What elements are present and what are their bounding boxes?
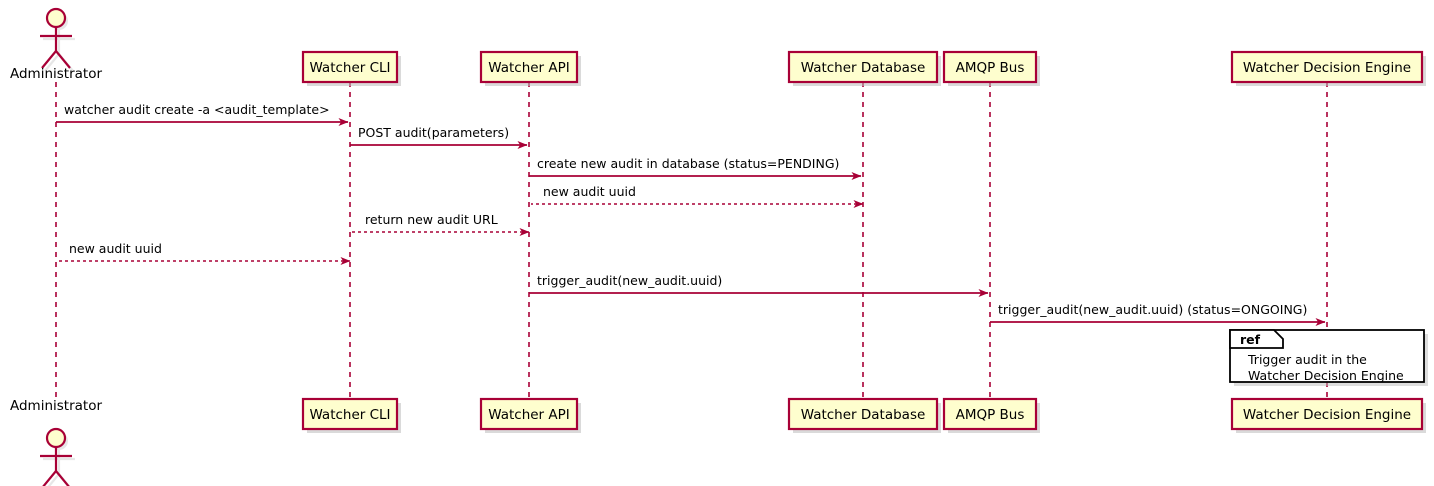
participant-box-watcher-cli[interactable] xyxy=(301,397,399,431)
participant-label-amqp-bus: AMQP Bus xyxy=(956,407,1025,423)
participant-label-watcher-decision-engine: Watcher Decision Engine xyxy=(1243,60,1411,76)
participant-box-watcher-database[interactable] xyxy=(787,50,939,84)
participant-label-watcher-cli: Watcher CLI xyxy=(309,407,390,423)
actor-leg-right xyxy=(55,470,70,486)
message-4-watcher-database-to-watcher-api: new audit uuid xyxy=(531,184,864,208)
message-8-amqp-bus-to-watcher-decision-engine: trigger_audit(new_audit.uuid) (status=ON… xyxy=(990,302,1326,326)
participant-watcher-api-bottom[interactable]: Watcher API xyxy=(479,397,579,431)
actor-head-icon xyxy=(45,7,67,29)
participant-watcher-database-bottom[interactable]: Watcher Database xyxy=(787,397,939,431)
message-1-administrator-to-watcher-cli: watcher audit create -a <audit_template> xyxy=(56,102,349,126)
message-label: watcher audit create -a <audit_template> xyxy=(64,102,330,117)
participant-box-amqp-bus[interactable] xyxy=(942,50,1038,84)
participant-amqp-bus-top[interactable]: AMQP Bus xyxy=(942,50,1038,84)
participant-label-watcher-database: Watcher Database xyxy=(801,60,926,76)
message-label: new audit uuid xyxy=(69,241,162,256)
message-5-watcher-api-to-watcher-cli: return new audit URL xyxy=(352,212,530,236)
lifelines-group xyxy=(55,82,1328,398)
messages-group: watcher audit create -a <audit_template>… xyxy=(56,102,1326,326)
actor-label-administrator: Administrator xyxy=(10,398,102,414)
fragment-body-line: Trigger audit in the xyxy=(1247,352,1367,367)
participant-watcher-cli-top[interactable]: Watcher CLI xyxy=(301,50,399,84)
fragment-tag-shape xyxy=(1229,329,1284,349)
message-label: trigger_audit(new_audit.uuid) (status=ON… xyxy=(998,302,1307,317)
message-6-watcher-cli-to-administrator: new audit uuid xyxy=(58,241,351,265)
fragment-tag-label: ref xyxy=(1240,332,1261,347)
actor-leg-right xyxy=(55,50,71,69)
message-7-watcher-api-to-amqp-bus: trigger_audit(new_audit.uuid) xyxy=(529,273,989,297)
participant-watcher-api-top[interactable]: Watcher API xyxy=(479,50,579,84)
participant-box-amqp-bus[interactable] xyxy=(942,397,1038,431)
actor-leg-left xyxy=(41,50,57,69)
actor-administrator-bottom[interactable]: Administrator xyxy=(10,398,102,486)
participant-box-watcher-cli[interactable] xyxy=(301,50,399,84)
message-label: return new audit URL xyxy=(365,212,498,227)
actor-administrator-top[interactable]: Administrator xyxy=(10,7,102,82)
actor-label-administrator: Administrator xyxy=(10,66,102,82)
message-label: new audit uuid xyxy=(543,184,636,199)
participant-label-watcher-decision-engine: Watcher Decision Engine xyxy=(1243,407,1411,423)
participant-label-amqp-bus: AMQP Bus xyxy=(956,60,1025,76)
fragment-body-line: Watcher Decision Engine xyxy=(1248,368,1404,383)
participant-watcher-database-top[interactable]: Watcher Database xyxy=(787,50,939,84)
participant-box-watcher-database[interactable] xyxy=(787,397,939,431)
participant-box-watcher-decision-engine[interactable] xyxy=(1230,397,1424,431)
message-label: trigger_audit(new_audit.uuid) xyxy=(537,273,722,288)
participant-label-watcher-database: Watcher Database xyxy=(801,407,926,423)
message-label: POST audit(parameters) xyxy=(358,125,509,140)
message-2-watcher-cli-to-watcher-api: POST audit(parameters) xyxy=(350,125,528,149)
actor-head-icon xyxy=(45,427,67,449)
participant-box-watcher-decision-engine[interactable] xyxy=(1230,50,1424,84)
participant-label-watcher-api: Watcher API xyxy=(488,407,570,423)
participant-label-watcher-api: Watcher API xyxy=(488,60,570,76)
participant-watcher-decision-engine-bottom[interactable]: Watcher Decision Engine xyxy=(1230,397,1424,431)
participant-watcher-cli-bottom[interactable]: Watcher CLI xyxy=(301,397,399,431)
message-3-watcher-api-to-watcher-database: create new audit in database (status=PEN… xyxy=(529,156,862,180)
participant-amqp-bus-bottom[interactable]: AMQP Bus xyxy=(942,397,1038,431)
participant-label-watcher-cli: Watcher CLI xyxy=(309,60,390,76)
actor-leg-left xyxy=(42,470,57,486)
participant-watcher-decision-engine-top[interactable]: Watcher Decision Engine xyxy=(1230,50,1424,84)
message-label: create new audit in database (status=PEN… xyxy=(537,156,839,171)
participant-box-watcher-api[interactable] xyxy=(479,397,579,431)
participant-boxes: Watcher CLI Watcher CLI Watcher API Watcher… xyxy=(301,50,1424,431)
participant-box-watcher-api[interactable] xyxy=(479,50,579,84)
